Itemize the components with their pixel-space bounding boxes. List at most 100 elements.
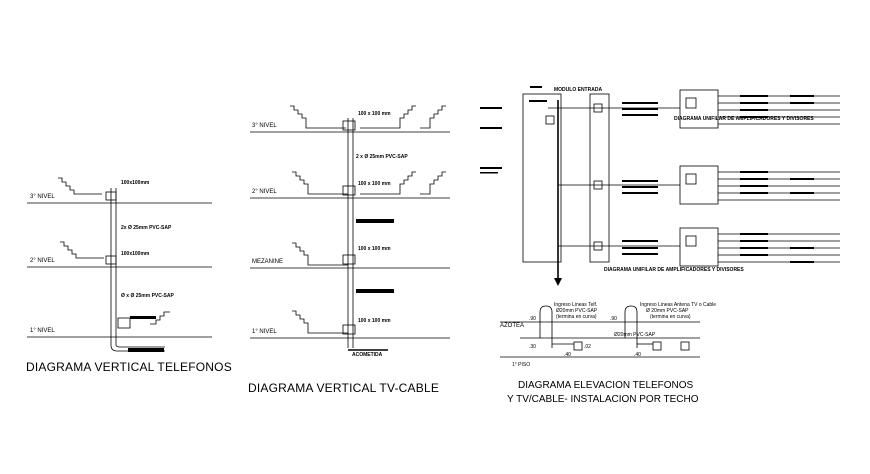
feeder-bar-2b bbox=[622, 186, 658, 188]
tv-level-3: 3° NIVEL bbox=[252, 123, 277, 129]
unifilar-cabinet-right bbox=[589, 93, 610, 263]
outlet-stair-1 bbox=[150, 311, 170, 325]
feeder-bar-3b bbox=[622, 247, 658, 249]
unifilar-mark-f bbox=[529, 100, 547, 102]
feeder-bar-3a bbox=[622, 240, 658, 242]
elev-dim-2: .40 bbox=[564, 352, 571, 358]
tv-level-mez: MEZANINE bbox=[252, 259, 283, 265]
tv-outlet-right-3 bbox=[360, 105, 416, 129]
feeder-box-2 bbox=[593, 180, 603, 190]
unifilar-panel-label: DIAGRAMA UNIFILAR DE AMPLIFICADORES Y DI… bbox=[674, 116, 814, 122]
feeder-bar-3c bbox=[622, 253, 658, 255]
elev-piso-label: 1° PISO bbox=[512, 362, 530, 368]
level-label-1: 1° NIVEL bbox=[30, 328, 55, 334]
unifilar-mark-a bbox=[480, 107, 502, 109]
unifilar-mark-d bbox=[480, 172, 498, 174]
tv-thick-2 bbox=[356, 289, 394, 293]
feeder-bar-1c bbox=[622, 114, 658, 116]
tv-acometida-label: ACOMETIDA bbox=[352, 352, 383, 358]
diagram-elevacion: AZOTEA 1° PISO Ingreso Lineas Telf. Ø20m… bbox=[500, 302, 716, 405]
elev-dim-5: .02 bbox=[584, 344, 591, 350]
amp-inner-2 bbox=[685, 173, 697, 185]
elev-dim-1: .90 bbox=[529, 316, 536, 322]
unifilar-mark-c bbox=[480, 167, 502, 169]
amp-box-1 bbox=[679, 89, 719, 129]
elev-ingreso-tel-3: (termina en curva) bbox=[556, 314, 597, 320]
title-telefonos: DIAGRAMA VERTICAL TELEFONOS bbox=[26, 360, 232, 374]
elev-dim-3: .40 bbox=[634, 352, 641, 358]
title-tvcable: DIAGRAMA VERTICAL TV-CABLE bbox=[248, 381, 439, 395]
unifilar-cabinet-left bbox=[522, 93, 562, 263]
diagram-vertical-telefonos: 3° NIVEL 2° NIVEL 1° NIVEL 100x100mm 100… bbox=[26, 177, 232, 374]
tv-box-label-mez: 100 x 100 mm bbox=[358, 246, 391, 252]
elev-box-1 bbox=[573, 341, 583, 351]
feeder-bar-1b bbox=[622, 108, 658, 110]
tv-box-1 bbox=[342, 324, 356, 335]
tv-outlet-left-3 bbox=[290, 105, 346, 129]
tv-outlet-left-1 bbox=[292, 310, 348, 334]
tv-outlet-right-b bbox=[420, 171, 446, 195]
amp-outputs-1 bbox=[718, 95, 840, 125]
tv-outlet-left-2 bbox=[292, 171, 348, 195]
elev-dim-6: .30 bbox=[529, 344, 536, 350]
elev-pipe-note: Ø20mm PVC-SAP bbox=[614, 332, 656, 338]
elev-ingreso-tel-1: Ingreso Lineas Telf. bbox=[554, 302, 597, 308]
amp-box-3 bbox=[679, 227, 719, 267]
unifilar-mark-e bbox=[530, 86, 542, 88]
feeder-box-3 bbox=[593, 241, 603, 251]
feeder-bar-2c bbox=[622, 192, 658, 194]
tv-level-2: 2° NIVEL bbox=[252, 189, 277, 195]
elev-box-2 bbox=[652, 341, 662, 351]
elev-ingreso-tv-2: Ø 20mm PVC-SAP bbox=[646, 308, 689, 314]
main-box bbox=[117, 317, 131, 329]
box-label-2: 100x100mm bbox=[121, 251, 150, 257]
title-elevacion-2: Y TV/CABLE- INSTALACION POR TECHO bbox=[507, 394, 699, 405]
tv-thick-1 bbox=[356, 219, 394, 223]
amp-outputs-3 bbox=[718, 233, 840, 263]
elev-ingreso-tv-1: Ingreso Lineas Antena TV o Cable bbox=[640, 302, 716, 308]
elev-ingreso-tel-2: Ø20mm PVC-SAP bbox=[556, 308, 598, 314]
unifilar-top-label: MODULO ENTRADA bbox=[554, 87, 602, 93]
diagram-unifilar: MODULO ENTRADA bbox=[480, 86, 840, 286]
tv-outlet-left-mez bbox=[292, 242, 348, 266]
elev-box-3 bbox=[680, 341, 690, 351]
tv-box-label-1: 100 x 100 mm bbox=[358, 318, 391, 324]
thick-mark bbox=[130, 316, 156, 319]
unifilar-bottom-label: DIAGRAMA UNIFILAR DE AMPLIFICADORES Y DI… bbox=[604, 267, 744, 273]
amp-outputs-2 bbox=[718, 171, 840, 201]
elev-conduit-tv bbox=[624, 305, 638, 348]
riser-bend-2 bbox=[115, 344, 165, 348]
feeder-box-1 bbox=[593, 103, 603, 113]
unifilar-arrow bbox=[554, 278, 562, 286]
outlet-stair-2 bbox=[60, 241, 104, 259]
junction-box-2 bbox=[105, 255, 117, 265]
feeder-bar-1a bbox=[622, 102, 658, 104]
level-label-2: 2° NIVEL bbox=[30, 258, 55, 264]
title-elevacion-1: DIAGRAMA ELEVACION TELEFONOS bbox=[518, 380, 694, 391]
tv-box-2 bbox=[342, 185, 356, 196]
tv-box-mez bbox=[342, 254, 356, 265]
elev-dim-4: .90 bbox=[610, 316, 617, 322]
elev-conduit-tel bbox=[539, 305, 553, 348]
feeder-bar-2a bbox=[622, 180, 658, 182]
level-label-3: 3° NIVEL bbox=[30, 194, 55, 200]
junction-box-3 bbox=[105, 191, 117, 201]
pipe-label-lower: Ø x Ø 25mm PVC-SAP bbox=[121, 293, 174, 299]
tv-box-label-3: 100 x 100 mm bbox=[358, 111, 391, 117]
tv-outlet-right-a bbox=[420, 105, 446, 129]
tv-box-label-2: 100 x 100 mm bbox=[358, 181, 391, 187]
outlet-stair-3 bbox=[58, 177, 102, 195]
elev-ingreso-tv-3: (termina en curva) bbox=[650, 314, 691, 320]
riser-bend bbox=[110, 344, 165, 352]
tv-box-3 bbox=[342, 120, 356, 131]
feeder-box-0 bbox=[545, 115, 555, 125]
acometida-bar bbox=[128, 348, 164, 352]
box-label-3: 100x100mm bbox=[121, 180, 150, 186]
amp-box-2 bbox=[679, 165, 719, 205]
tv-outlet-right-2 bbox=[360, 171, 416, 195]
pipe-label-upper: 2x Ø 25mm PVC-SAP bbox=[121, 225, 172, 231]
diagram-vertical-tvcable: 3° NIVEL 2° NIVEL MEZANINE 1° NIVEL 100 … bbox=[248, 105, 450, 395]
tv-pipe-label: 2 x Ø 25mm PVC-SAP bbox=[356, 154, 408, 160]
tv-level-1: 1° NIVEL bbox=[252, 329, 277, 335]
